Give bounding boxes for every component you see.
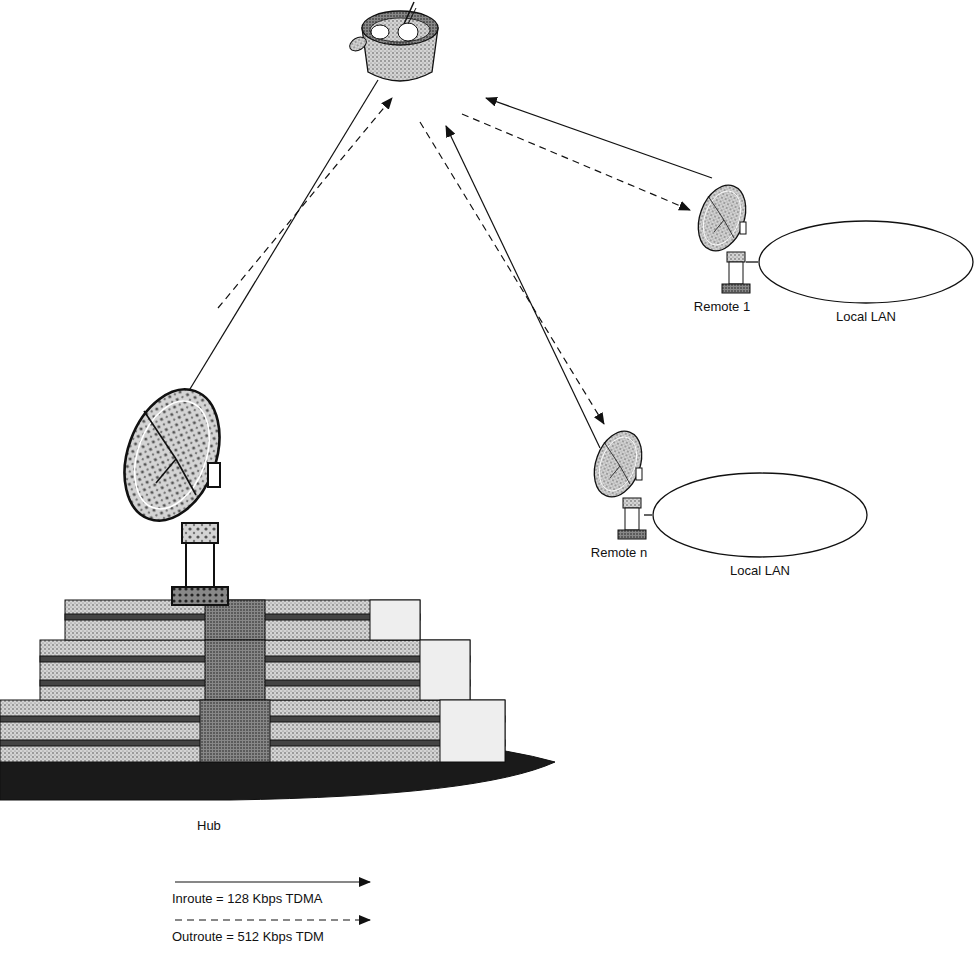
- satellite: [347, 2, 438, 81]
- outroute-links: [218, 98, 690, 424]
- legend-entry: Inroute = 128 Kbps TDMA: [172, 876, 382, 906]
- legend-entry: Outroute = 512 Kbps TDM: [172, 914, 382, 944]
- node-label: Remote n: [591, 545, 647, 561]
- lan-connection: [644, 514, 652, 515]
- remote-antenna: [690, 179, 755, 293]
- node-label: Remote 1: [694, 299, 750, 315]
- ellipse-outline: [652, 472, 868, 558]
- remote-antenna: [586, 425, 651, 539]
- ellipse-outline: [758, 220, 974, 304]
- lan-connection: [746, 261, 758, 262]
- hub-building: [0, 600, 555, 800]
- legend-text: Outroute = 512 Kbps TDM: [172, 929, 382, 944]
- legend-line-sample: [175, 919, 370, 920]
- node-label: Local LAN: [730, 563, 790, 579]
- remote-station: Remote n: [594, 428, 644, 540]
- inroute-links: [176, 80, 712, 448]
- ellipse-outline: [759, 221, 973, 303]
- ellipse-outline: [653, 473, 867, 557]
- legend-line-sample: [172, 876, 382, 888]
- lan-ellipse: Local LAN: [652, 472, 868, 558]
- lan-ellipse: Local LAN: [758, 220, 974, 304]
- legend-line-sample: [172, 914, 382, 926]
- remote-station: Remote 1: [698, 182, 746, 294]
- node-label: Local LAN: [836, 309, 896, 325]
- legend-line-sample: [175, 881, 370, 882]
- legend: Inroute = 128 Kbps TDMA Outroute = 512 Kb…: [172, 876, 382, 952]
- hub-station: Hub: [0, 410, 560, 810]
- legend-text: Inroute = 128 Kbps TDMA: [172, 891, 382, 906]
- node-label: Hub: [197, 818, 221, 834]
- hub-antenna: [107, 376, 236, 605]
